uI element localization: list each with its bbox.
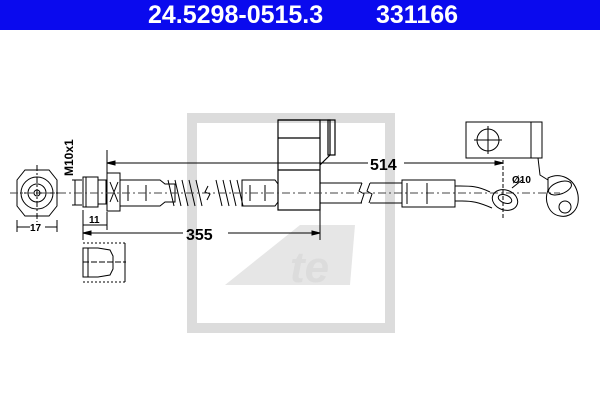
- dim-banjo-diameter: Ø10: [512, 175, 531, 186]
- dim-fitting-length: 11: [89, 215, 100, 226]
- bracket-right: [465, 121, 579, 217]
- section-view: [82, 242, 126, 283]
- title-bar: 24.5298-0515.3 331166: [0, 0, 600, 30]
- reference-number: 331166: [376, 1, 459, 29]
- mounting-bracket: [277, 119, 336, 211]
- nut-end-view: [12, 165, 62, 232]
- part-number: 24.5298-0515.3: [148, 1, 324, 29]
- ate-logo-watermark: te: [187, 113, 395, 333]
- svg-text:te: te: [290, 243, 329, 292]
- hose-tube: [10, 160, 560, 218]
- dim-bracket-distance: 355: [186, 227, 213, 244]
- dim-thread: M10x1: [62, 139, 76, 176]
- dim-nut-width: 17: [30, 223, 42, 234]
- dim-total-length: 514: [370, 157, 397, 174]
- hose-fitting-left: [82, 172, 279, 212]
